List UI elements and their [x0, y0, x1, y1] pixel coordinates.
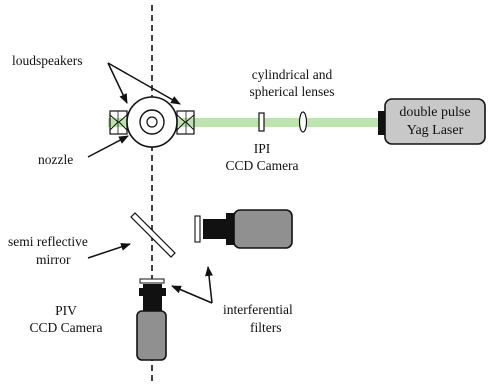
filters-arrow-right — [205, 266, 213, 304]
laser-beam — [108, 118, 381, 127]
laser-label-line2: Yag Laser — [407, 123, 464, 138]
cylindrical-lens — [258, 112, 265, 132]
mirror-label-line2: mirror — [36, 252, 71, 267]
piv-label-line2: CCD Camera — [29, 320, 102, 335]
loudspeakers-arrow-left — [107, 62, 128, 104]
filters-label-line1: interferential — [223, 302, 293, 317]
yag-laser — [378, 98, 486, 145]
loudspeaker-left — [109, 110, 128, 135]
ipi-camera — [194, 209, 293, 249]
lenses-label-line1: cylindrical and — [252, 67, 333, 82]
lenses-label-line2: spherical lenses — [249, 84, 334, 99]
mirror-label-line1: semi reflective — [8, 234, 88, 249]
laser-label-line1: double pulse — [399, 105, 470, 120]
ipi-label-line1: IPI — [254, 141, 271, 156]
semi-reflective-mirror — [130, 212, 176, 258]
mirror-arrow — [87, 243, 131, 259]
filters-label-line2: filters — [250, 320, 282, 335]
nozzle — [126, 96, 178, 148]
piv-camera — [136, 278, 167, 361]
nozzle-label: nozzle — [38, 152, 73, 167]
piv-label-line1: PIV — [55, 303, 77, 318]
loudspeakers-label: loudspeakers — [12, 53, 82, 68]
loudspeakers-arrow-right — [107, 62, 181, 105]
ipi-label-line2: CCD Camera — [225, 158, 298, 173]
spherical-lens — [298, 111, 308, 133]
nozzle-arrow — [87, 135, 129, 158]
filters-arrow-left — [171, 285, 213, 304]
